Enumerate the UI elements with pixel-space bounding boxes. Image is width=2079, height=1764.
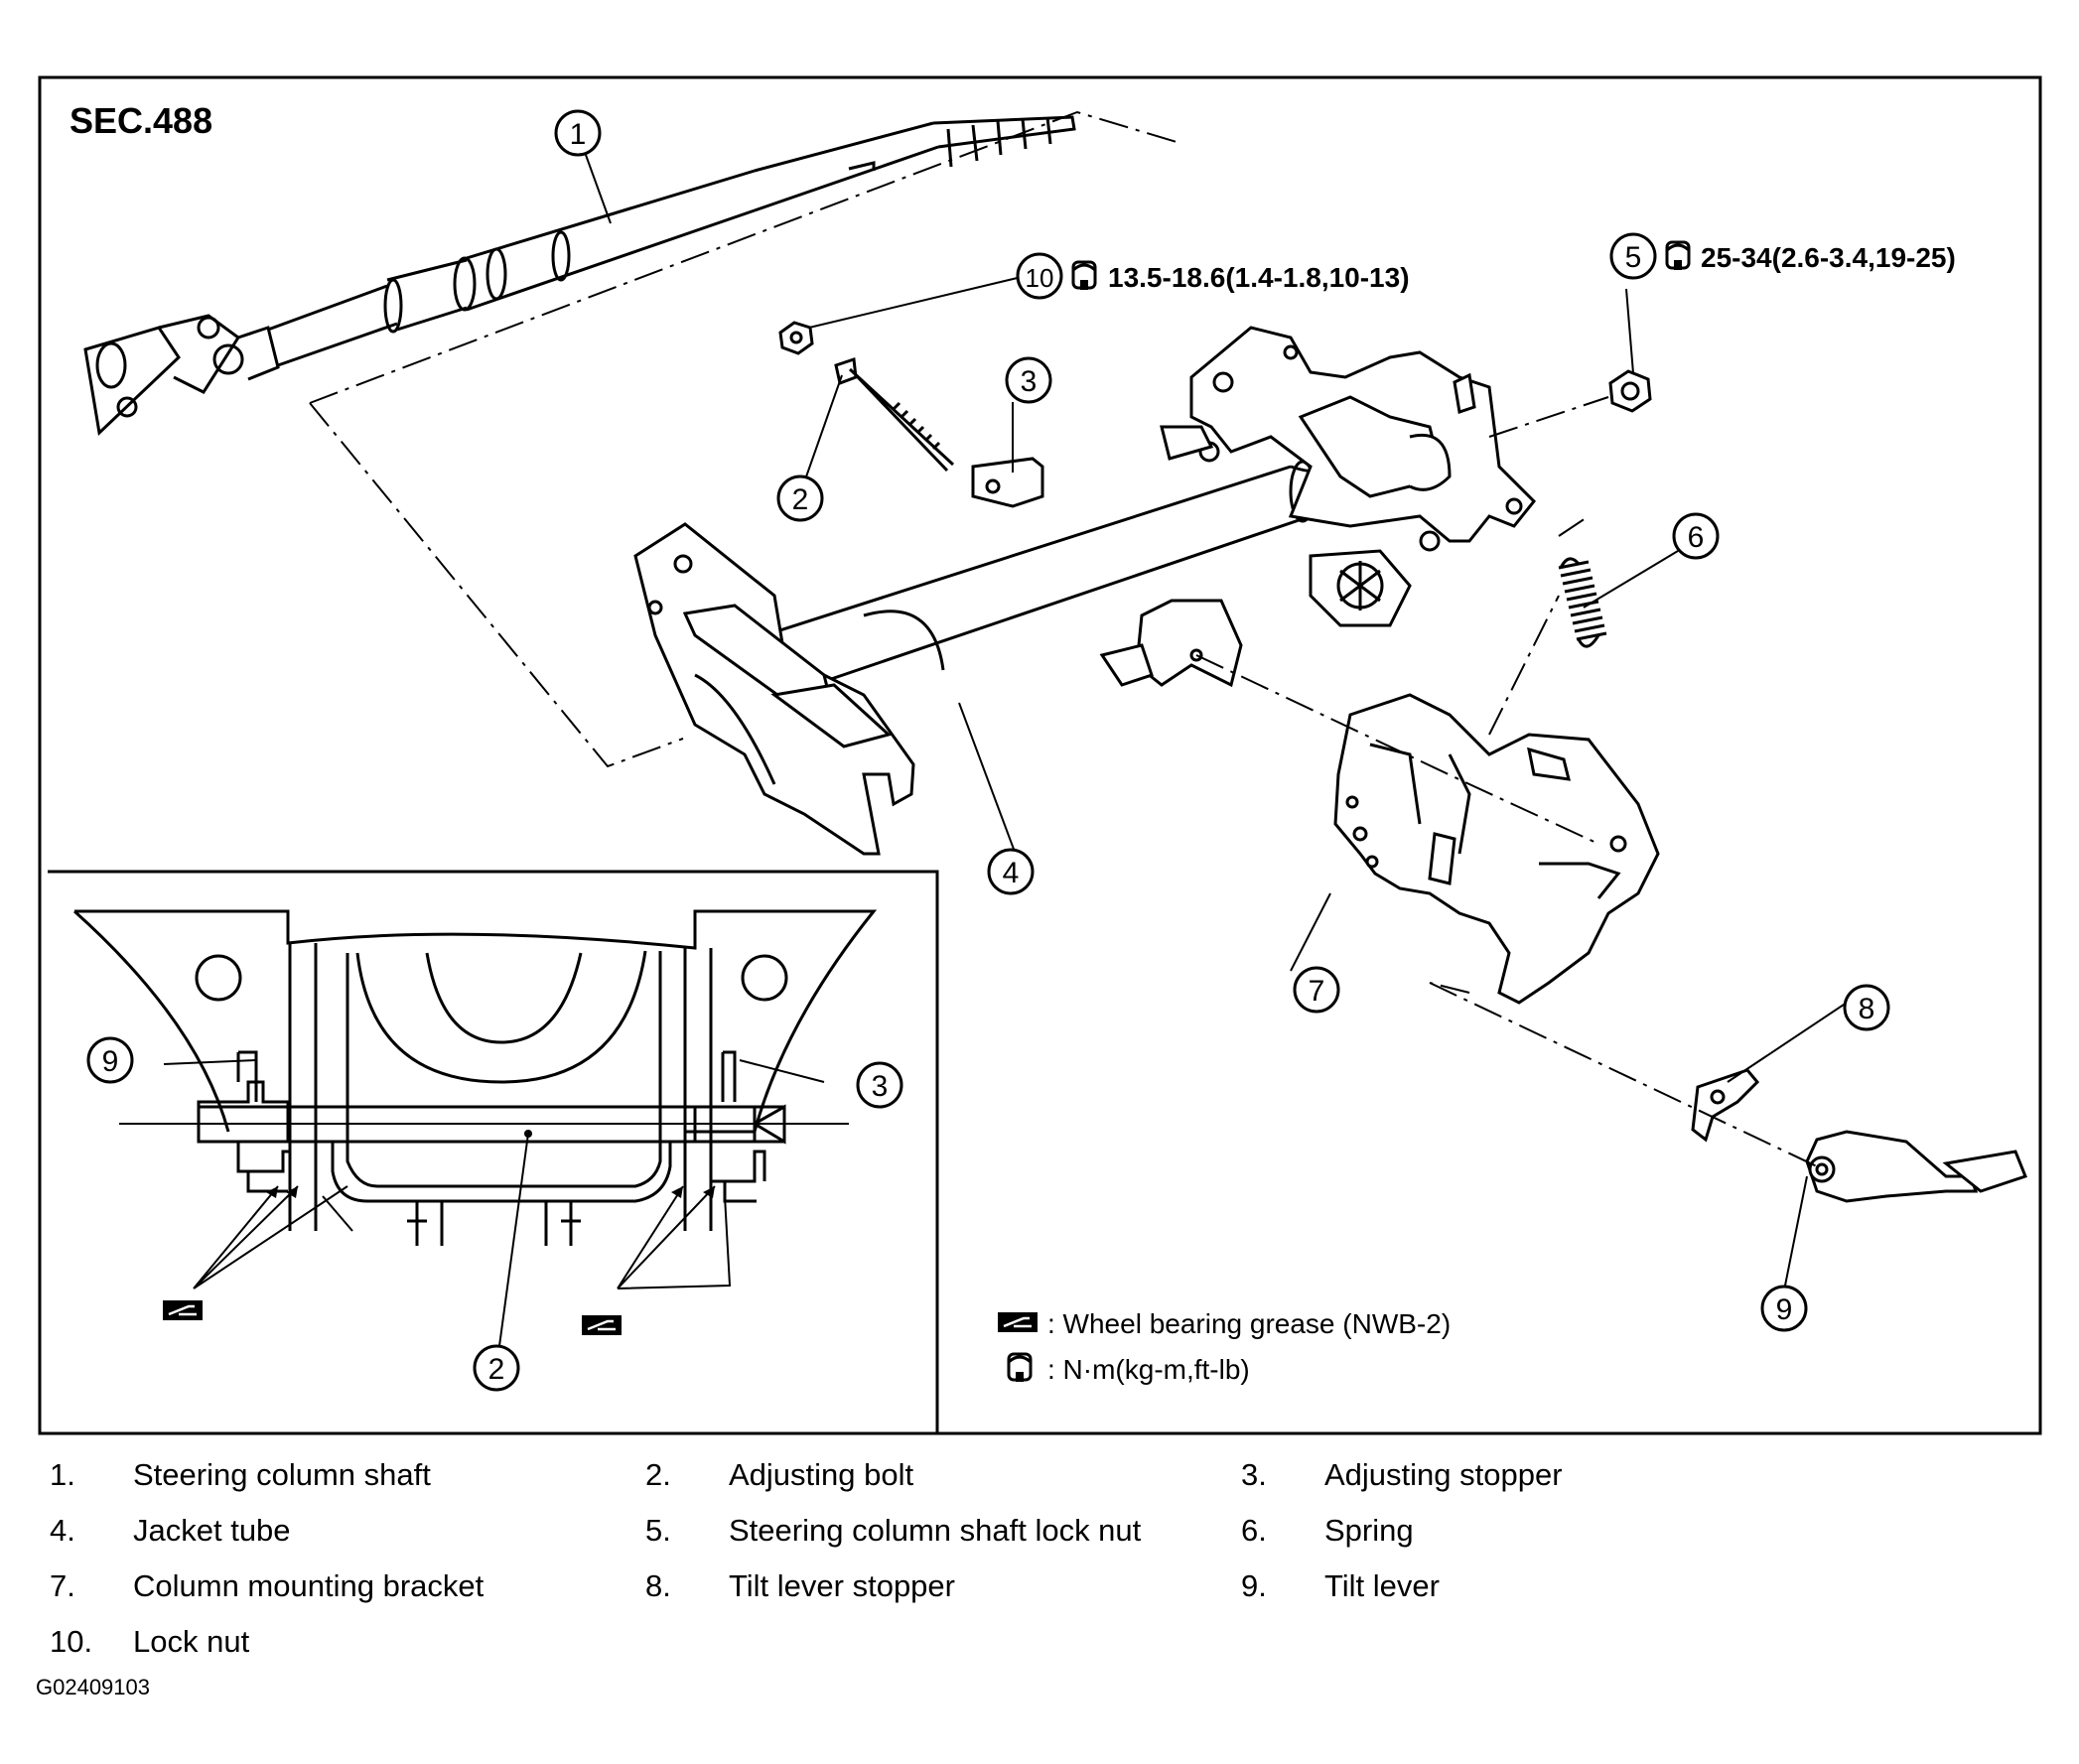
- torque-wrench-icon: [1007, 1352, 1033, 1384]
- grease-gun-icon: [996, 1310, 1040, 1334]
- legend-item: 8.Tilt lever stopper: [645, 1568, 955, 1603]
- callout-8-label: 8: [1859, 993, 1875, 1025]
- legend-row: 7.Column mounting bracket 8.Tilt lever s…: [50, 1559, 1837, 1614]
- figure-id: G02409103: [36, 1675, 150, 1699]
- adjusting-bolt: [834, 356, 955, 473]
- legend-item: 5.Steering column shaft lock nut: [645, 1513, 1142, 1548]
- legend-item: 6.Spring: [1241, 1513, 1414, 1548]
- callout-3: [1005, 356, 1052, 404]
- upper-column-body: [1160, 326, 1537, 552]
- tilt-lever: [1805, 1130, 2027, 1203]
- spring: [1558, 557, 1607, 648]
- section-label: SEC.488: [69, 100, 212, 141]
- inset-callout-9: [86, 1036, 134, 1084]
- callout-8: [1843, 984, 1890, 1031]
- callout-4: [987, 848, 1035, 895]
- inset-callout-2: [473, 1344, 520, 1392]
- legend-item: 7.Column mounting bracket: [50, 1568, 485, 1603]
- legend-row: 10.Lock nut: [50, 1614, 1837, 1670]
- torque-wrench-icon: [1071, 260, 1097, 292]
- grease-gun-icon: [161, 1298, 205, 1322]
- callout-10-label: 10: [1026, 263, 1054, 293]
- callout-9: [1760, 1285, 1808, 1332]
- callout-6: [1672, 512, 1720, 560]
- adjusting-stopper: [971, 457, 1044, 508]
- legend-item: 3.Adjusting stopper: [1241, 1457, 1563, 1492]
- callout-6-label: 6: [1688, 521, 1705, 554]
- callout-3-label: 3: [1021, 365, 1038, 398]
- torque-spec-lock-nut: 13.5-18.6(1.4-1.8,10-13): [1108, 262, 1410, 293]
- callout-9-label: 9: [1776, 1293, 1793, 1326]
- lower-mounting-bracket: [633, 522, 915, 856]
- legend-item: 10.Lock nut: [50, 1624, 250, 1659]
- legend-row: 4.Jacket tube 5.Steering column shaft lo…: [50, 1503, 1837, 1559]
- inset-callout-9-label: 9: [102, 1045, 119, 1078]
- inset-callout-3-label: 3: [872, 1070, 889, 1103]
- torque-wrench-icon: [1665, 240, 1691, 272]
- key-torque-text: : N·m(kg-m,ft-lb): [1047, 1354, 1250, 1385]
- callouts: [554, 109, 1890, 1332]
- inset-callout-2-label: 2: [488, 1353, 505, 1386]
- legend-item: 1.Steering column shaft: [50, 1457, 431, 1492]
- parts-legend: 1.Steering column shaft 2.Adjusting bolt…: [50, 1447, 1837, 1670]
- callout-2-label: 2: [792, 483, 809, 516]
- jacket-bracket: [1099, 599, 1243, 688]
- callout-1-label: 1: [570, 118, 587, 151]
- callout-5-label: 5: [1625, 241, 1642, 274]
- legend-row: 1.Steering column shaft 2.Adjusting bolt…: [50, 1447, 1837, 1503]
- lock-nut: [778, 321, 814, 355]
- callout-7-label: 7: [1309, 975, 1325, 1008]
- callout-5: [1609, 232, 1657, 280]
- column-mounting-bracket: [1333, 693, 1660, 1005]
- legend-item: 9.Tilt lever: [1241, 1568, 1440, 1603]
- inset-detail: 9 3 2: [48, 870, 939, 1433]
- callout-10: [1016, 252, 1063, 300]
- legend-item: 4.Jacket tube: [50, 1513, 291, 1548]
- callout-7: [1293, 966, 1340, 1014]
- callout-4-label: 4: [1003, 857, 1020, 889]
- tilt-gear: [1309, 549, 1412, 627]
- torque-spec-shaft-nut: 25-34(2.6-3.4,19-25): [1701, 242, 1956, 273]
- grease-gun-icon: [580, 1313, 624, 1337]
- diagram-frame: [38, 75, 2042, 1435]
- center-lines: [1195, 396, 1818, 1167]
- callout-1: [554, 109, 602, 157]
- legend-item: 2.Adjusting bolt: [645, 1457, 914, 1492]
- steering-column-shaft: [83, 115, 1076, 437]
- inset-callout-3: [856, 1061, 903, 1109]
- shaft-lock-nut: [1608, 369, 1652, 413]
- assembly-outline: [309, 110, 1178, 768]
- jacket-tube: [763, 460, 1333, 697]
- key-grease-text: : Wheel bearing grease (NWB-2): [1047, 1308, 1451, 1339]
- callout-2: [776, 475, 824, 522]
- tilt-lever-stopper: [1691, 1068, 1760, 1143]
